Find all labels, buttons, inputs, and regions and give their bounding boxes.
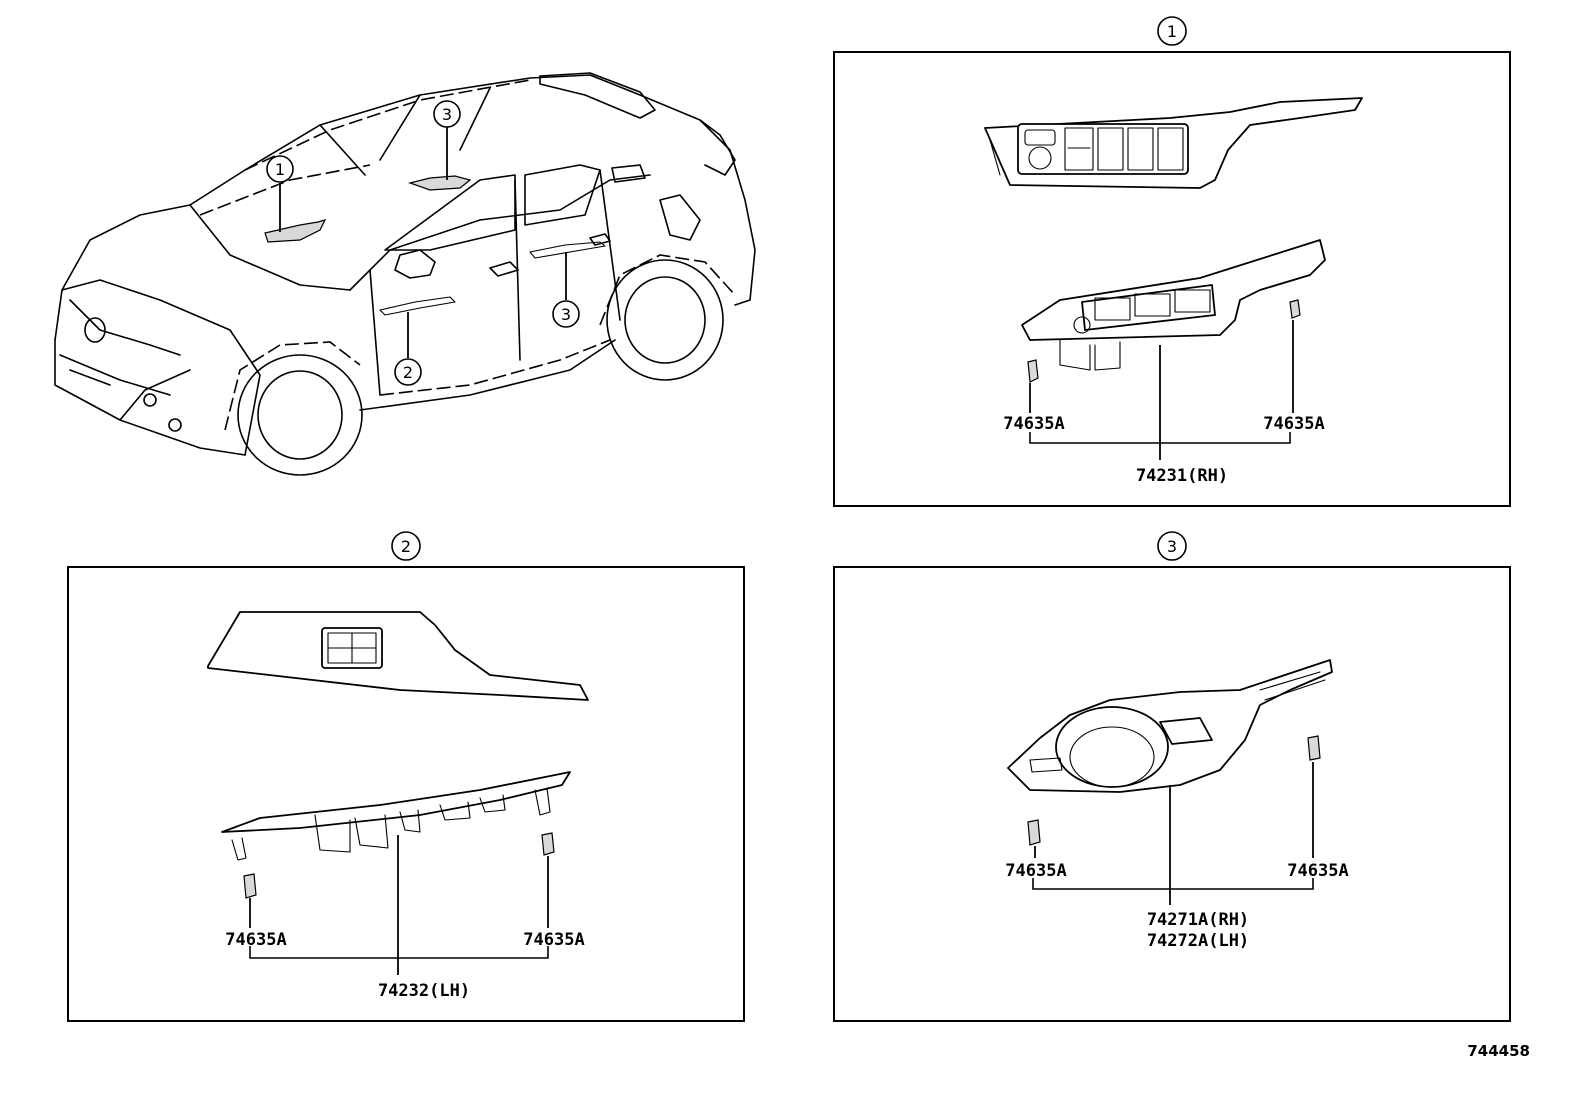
panel-3: 3 74635A 74635A 74271A(RH) 74272A(LH) bbox=[833, 531, 1511, 1022]
panel-1-clip-right-label: 74635A bbox=[1263, 414, 1324, 434]
panel-1-clip-left-label: 74635A bbox=[1003, 414, 1064, 434]
panel-1: 1 bbox=[833, 16, 1511, 507]
panel-1-callout: 1 bbox=[1157, 16, 1187, 46]
panel-3-part-label-rh: 74271A(RH) bbox=[1147, 910, 1249, 930]
panel-3-clip-left-label: 74635A bbox=[1005, 861, 1066, 881]
overview-callout-1: 1 bbox=[266, 155, 294, 183]
panel-1-part-label: 74231(RH) bbox=[1136, 466, 1228, 486]
panel-2-clip-left-label: 74635A bbox=[225, 930, 286, 950]
svg-text:1: 1 bbox=[275, 160, 285, 179]
figure-code: 744458 bbox=[1467, 1042, 1530, 1060]
panel-3-callout: 3 bbox=[1157, 531, 1187, 561]
panel-1-switch-bezel bbox=[984, 97, 1363, 189]
svg-text:3: 3 bbox=[442, 105, 452, 124]
svg-text:2: 2 bbox=[401, 537, 411, 556]
svg-text:1: 1 bbox=[1167, 22, 1177, 41]
panel-2-clip-right-label: 74635A bbox=[523, 930, 584, 950]
svg-text:2: 2 bbox=[403, 363, 413, 382]
panel-3-clip-right-label: 74635A bbox=[1287, 861, 1348, 881]
panel-2-callout: 2 bbox=[391, 531, 421, 561]
overview-callout-3-roof: 3 bbox=[433, 100, 461, 128]
panel-2: 2 74635A 74635A bbox=[67, 531, 745, 1022]
panel-3-switch-assembly bbox=[1007, 659, 1333, 846]
overview-callout-2: 2 bbox=[394, 358, 422, 386]
overview-callout-3-rear-door: 3 bbox=[552, 300, 580, 328]
panel-3-frame bbox=[833, 566, 1511, 1022]
panel-2-switch-assembly bbox=[221, 771, 571, 899]
panel-2-frame bbox=[67, 566, 745, 1022]
svg-text:3: 3 bbox=[561, 305, 571, 324]
vehicle-overview: 1 3 3 2 bbox=[54, 72, 756, 476]
svg-text:3: 3 bbox=[1167, 537, 1177, 556]
panel-1-frame bbox=[833, 51, 1511, 507]
panel-2-switch-bezel bbox=[207, 611, 589, 701]
panel-1-switch-assembly bbox=[1021, 239, 1326, 383]
panel-3-part-label-lh: 74272A(LH) bbox=[1147, 931, 1249, 951]
panel-2-part-label: 74232(LH) bbox=[378, 981, 470, 1001]
